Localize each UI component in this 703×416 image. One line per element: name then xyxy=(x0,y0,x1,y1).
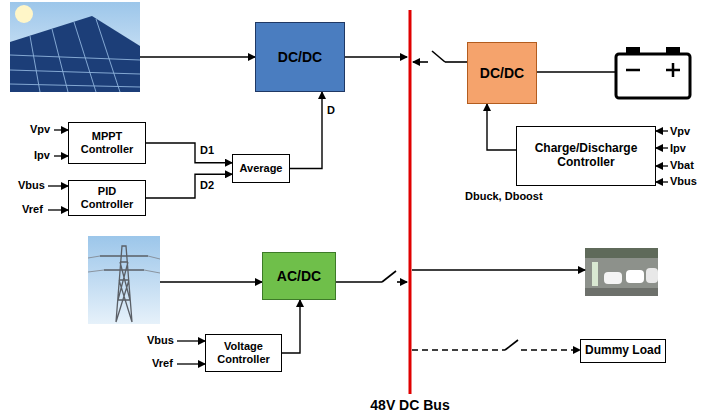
switch-symbol xyxy=(445,61,467,63)
ev-chargers xyxy=(604,272,622,284)
grid-tower xyxy=(100,246,148,322)
signal-name: Ipv xyxy=(34,149,50,162)
duty-signal: D2 xyxy=(200,179,214,192)
box-label: Charge/Discharge Controller xyxy=(521,142,651,170)
average-box: Average xyxy=(232,154,290,183)
power-wire xyxy=(140,56,255,58)
ev-chargers xyxy=(585,248,658,296)
signal-connector xyxy=(146,174,232,198)
controller-box: MPPT Controller xyxy=(68,122,146,164)
battery-symbol xyxy=(626,63,680,77)
signal-name: Vbus xyxy=(670,175,697,188)
battery-symbol xyxy=(626,47,640,54)
signal-name: Vbus xyxy=(147,334,174,347)
box-label: MPPT Controller xyxy=(73,130,141,155)
input-arrow xyxy=(48,209,68,210)
input-arrow xyxy=(177,340,205,341)
signal-name: Ipv xyxy=(670,142,686,155)
battery-symbol xyxy=(616,47,690,98)
grid-tower xyxy=(88,256,160,273)
ev-chargers xyxy=(585,248,658,258)
switch-symbol xyxy=(412,349,505,351)
signal-name: Vbat xyxy=(670,159,694,172)
signal-name: Vref xyxy=(22,203,43,216)
battery-symbol xyxy=(666,47,680,54)
dc-bus xyxy=(410,10,411,394)
input-arrow xyxy=(656,147,668,148)
controller-box: Charge/Discharge Controller xyxy=(516,126,656,186)
controller-box: Voltage Controller xyxy=(205,334,282,372)
signal-name: Vpv xyxy=(30,123,50,136)
switch-symbol xyxy=(505,340,518,350)
converter-box: DC/DC xyxy=(467,42,537,104)
input-arrow xyxy=(656,181,668,182)
input-arrow xyxy=(48,185,68,186)
duty-signal: D xyxy=(327,104,335,117)
solar-panel xyxy=(15,5,33,23)
ev-chargers xyxy=(592,262,598,286)
power-wire xyxy=(160,281,262,283)
ev-chargers xyxy=(585,288,658,296)
box-label: DC/DC xyxy=(278,49,322,65)
input-arrow xyxy=(656,165,668,166)
box-label: Average xyxy=(239,162,282,175)
ev-chargers xyxy=(585,248,658,296)
switch-symbol xyxy=(432,51,445,62)
switch-symbol xyxy=(336,51,580,350)
signal-name: Vbus xyxy=(18,179,45,192)
solar-panel xyxy=(10,16,140,92)
grid-tower xyxy=(88,236,160,324)
signal-connector xyxy=(487,104,516,150)
input-arrow xyxy=(48,130,668,364)
box-label: AC/DC xyxy=(277,268,321,284)
box-label: Voltage Controller xyxy=(210,340,277,365)
ev-chargers xyxy=(626,270,644,283)
input-arrow xyxy=(54,155,68,156)
converter-box: AC/DC xyxy=(262,252,336,300)
switch-symbol xyxy=(413,61,428,63)
solar-panel xyxy=(10,2,140,92)
input-arrow xyxy=(54,129,68,130)
duty-signal: Dbuck, Dboost xyxy=(465,190,543,203)
bus-label: 48V DC Bus xyxy=(370,397,449,413)
signal-connector xyxy=(290,92,322,169)
converter-box: DC/DC xyxy=(255,22,345,92)
controller-box: PID Controller xyxy=(68,180,146,216)
switch-symbol xyxy=(382,271,396,282)
box-label: DC/DC xyxy=(480,65,524,81)
power-wire xyxy=(412,269,585,271)
box-label: Dummy Load xyxy=(585,344,661,358)
power-wire xyxy=(345,56,407,58)
switch-symbol xyxy=(397,281,407,283)
grid-tower xyxy=(88,236,160,324)
signal-name: Vpv xyxy=(670,125,690,138)
input-arrow xyxy=(177,363,205,364)
solar-panel xyxy=(10,2,140,92)
dc-bus xyxy=(409,10,412,394)
signal-connector xyxy=(146,143,232,163)
duty-signal: D1 xyxy=(200,144,214,157)
load-box: Dummy Load xyxy=(580,339,666,363)
power-wire xyxy=(537,71,616,73)
box-label: PID Controller xyxy=(73,185,141,210)
ev-chargers xyxy=(646,268,658,283)
solar-panel xyxy=(10,19,140,92)
switch-symbol xyxy=(521,349,580,351)
signal-connector xyxy=(282,300,300,353)
battery-symbol xyxy=(616,54,690,98)
input-arrow xyxy=(656,130,668,131)
switch-symbol xyxy=(336,281,382,283)
signal-name: Vref xyxy=(152,357,173,370)
